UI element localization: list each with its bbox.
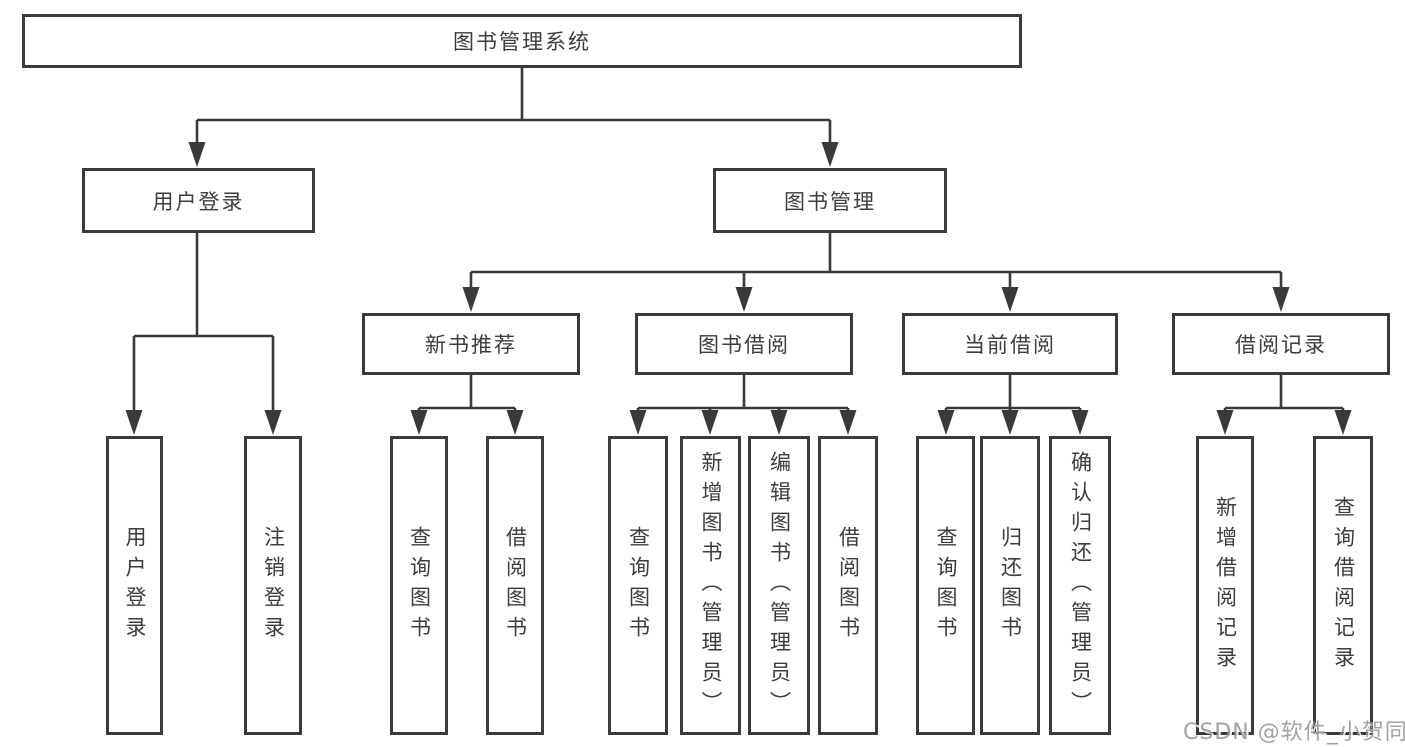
node-label: 新增借阅记录 <box>1213 495 1238 676</box>
leaf-query-books-2: 查询图书 <box>608 436 668 735</box>
node-label: 新增图书（管理员） <box>699 450 724 721</box>
node-borrow-record: 借阅记录 <box>1172 313 1390 375</box>
node-label: 查询图书 <box>934 525 959 646</box>
leaf-query-books-1: 查询图书 <box>390 436 448 735</box>
leaf-borrow-books-1: 借阅图书 <box>486 436 544 735</box>
node-label: 编辑图书（管理员） <box>767 450 792 721</box>
node-label: 用户登录 <box>152 189 245 214</box>
node-label: 用户登录 <box>123 525 148 646</box>
node-system-root: 图书管理系统 <box>22 14 1022 68</box>
node-label: 查询图书 <box>626 525 651 646</box>
node-label: 图书管理 <box>784 189 876 214</box>
leaf-add-borrow-record: 新增借阅记录 <box>1196 436 1254 735</box>
node-label: 当前借阅 <box>964 333 1056 357</box>
leaf-query-books-3: 查询图书 <box>916 436 975 735</box>
node-label: 借阅图书 <box>836 525 861 646</box>
leaf-user-login: 用户登录 <box>106 436 163 735</box>
leaf-add-books-admin: 新增图书（管理员） <box>680 436 741 735</box>
node-book-borrow: 图书借阅 <box>635 313 853 375</box>
node-label: 确认归还（管理员） <box>1068 450 1093 721</box>
leaf-confirm-return-admin: 确认归还（管理员） <box>1049 436 1111 735</box>
node-label: 查询图书 <box>407 525 432 646</box>
node-new-book-recommend: 新书推荐 <box>362 313 580 375</box>
node-user-login: 用户登录 <box>82 168 315 233</box>
node-label: 新书推荐 <box>425 333 517 357</box>
leaf-edit-books-admin: 编辑图书（管理员） <box>748 436 810 735</box>
leaf-return-books: 归还图书 <box>980 436 1040 735</box>
node-label: 注销登录 <box>261 525 286 646</box>
node-label: 借阅图书 <box>503 525 528 646</box>
node-label: 借阅记录 <box>1235 333 1327 357</box>
leaf-borrow-books-2: 借阅图书 <box>818 436 878 735</box>
leaf-logout: 注销登录 <box>244 436 302 735</box>
node-current-borrow: 当前借阅 <box>902 313 1118 375</box>
node-book-management: 图书管理 <box>713 168 947 233</box>
node-label: 图书借阅 <box>698 333 790 357</box>
node-label: 归还图书 <box>998 525 1023 646</box>
csdn-watermark: CSDN @软件_小贺同学 <box>1183 720 1405 745</box>
arrowhead-icons <box>125 142 1352 435</box>
leaf-query-borrow-record: 查询借阅记录 <box>1313 436 1373 735</box>
node-label: 查询借阅记录 <box>1331 495 1356 676</box>
node-label: 图书管理系统 <box>453 30 591 54</box>
